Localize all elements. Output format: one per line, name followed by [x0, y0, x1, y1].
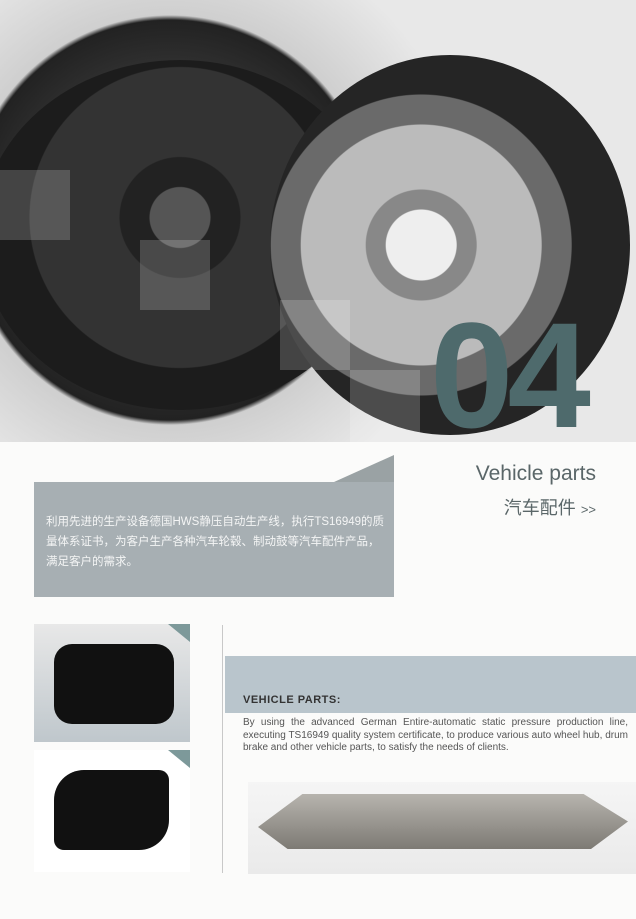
axle-housing-image: [34, 624, 190, 742]
details-body: By using the advanced German Entire-auto…: [243, 717, 628, 753]
part-shape: [54, 644, 174, 724]
details-heading: VEHICLE PARTS:: [243, 694, 341, 706]
corner-tab: [168, 750, 190, 768]
checker-overlay: [0, 170, 70, 240]
title-cn-text: 汽车配件: [503, 498, 576, 518]
drum-inner-image: [270, 55, 630, 435]
heading-band: [225, 656, 636, 713]
cast-beam-image: [248, 782, 636, 874]
box-corner-triangle: [334, 455, 394, 482]
intro-text-cn: 利用先进的生产设备德国HWS静压自动生产线，执行TS16949的质量体系证书，为…: [46, 516, 385, 568]
section-title-cn: 汽车配件 >>: [504, 494, 596, 520]
double-arrow-icon: >>: [580, 502, 596, 517]
corner-tab: [168, 624, 190, 642]
brake-drum-photo: 04: [0, 0, 636, 442]
divider: [222, 625, 223, 873]
checker-overlay: [140, 240, 210, 310]
section-number: 04: [430, 291, 591, 442]
section-title-en: Vehicle parts: [475, 462, 596, 485]
checker-overlay: [280, 300, 350, 370]
intro-box-cn: 利用先进的生产设备德国HWS静压自动生产线，执行TS16949的质量体系证书，为…: [34, 482, 394, 597]
knuckle-image: [34, 750, 190, 872]
part-shape: [54, 770, 169, 850]
checker-overlay: [350, 370, 420, 442]
beam-shape: [258, 794, 628, 849]
